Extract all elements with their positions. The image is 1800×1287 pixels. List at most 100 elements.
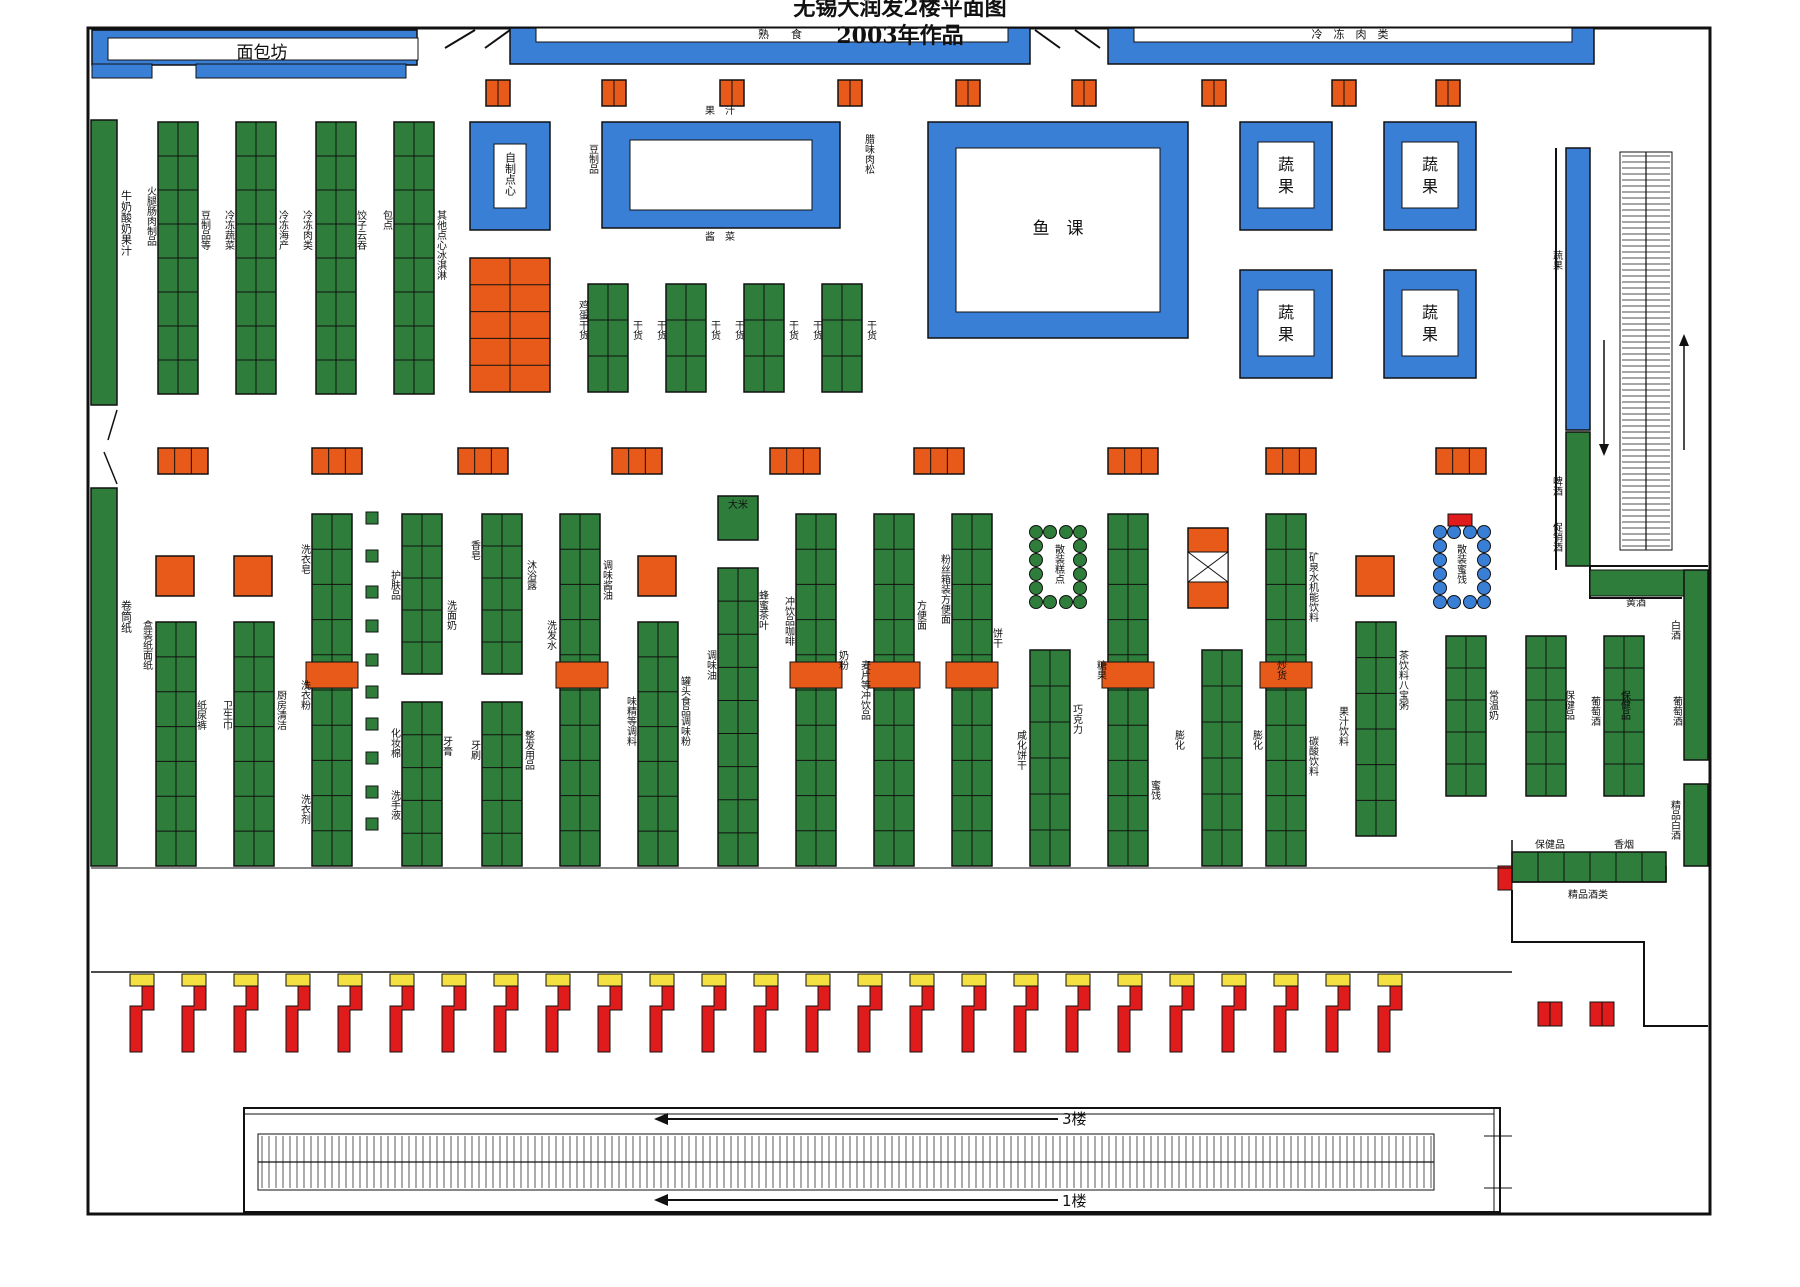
dry-aisle-1 <box>665 283 707 393</box>
bulk-cake-c <box>1043 525 1057 539</box>
checkout-lane <box>1325 973 1351 1053</box>
bulk-cake-c <box>1073 539 1087 553</box>
bulk-cake-c <box>1029 525 1043 539</box>
checkout-lane <box>337 973 363 1053</box>
aisle-label-24: 麦片等冲饮品 <box>859 660 871 721</box>
mini-shelf-7 <box>365 751 379 765</box>
lower-aisle-10 <box>795 513 837 867</box>
plan-subtitle: 2003年作品 <box>836 23 964 49</box>
bulk-candy-label: 散装蜜饯 <box>1455 543 1467 584</box>
checkout-counter <box>805 985 831 1053</box>
small-promo-3 <box>637 555 677 597</box>
health-label: 保健品 <box>1535 838 1565 851</box>
other-icecream-label: 其他点心冰淇淋 <box>435 210 447 281</box>
entrance-line-1 <box>444 29 476 49</box>
small-promo-p <box>155 555 195 597</box>
lower-aisle-17 <box>1355 621 1397 837</box>
aisle-endcap-0 <box>305 661 359 689</box>
checkout-belt <box>181 973 207 987</box>
checkout-lane <box>1273 973 1299 1053</box>
aisle-label-38: 茶饮料八宝粥 <box>1397 649 1409 711</box>
bulk-cake-c <box>1029 539 1043 553</box>
entrance-line-2 <box>484 29 511 49</box>
mid-promo-row <box>157 447 1487 475</box>
aisle-label-41: 保健品 <box>1619 689 1631 721</box>
aisle-label-1: 纸尿裤 <box>195 699 207 731</box>
bulk-cake-c <box>1029 595 1043 609</box>
aisle-label-43: 葡萄酒 <box>1671 695 1683 727</box>
tissue-wall-shelf <box>90 487 118 867</box>
aisle-label-7: 护肤品 <box>389 569 401 601</box>
promo-grid-block <box>469 257 551 393</box>
plan-title: 无锡大润发2楼平面图 <box>793 0 1007 21</box>
checkout-belt <box>1013 973 1039 987</box>
dry-label-2: 干货 <box>709 320 721 341</box>
aisle-label-29: 巧克力 <box>1071 704 1083 735</box>
top-promo-block-7 <box>1331 79 1357 107</box>
mini-shelf-6 <box>365 717 379 731</box>
aisle-label-4: 洗衣皂 <box>299 544 311 574</box>
lower-aisle-group: 大米盒装纸面纸纸尿裤卫生巾厨房清洁洗衣皂洗衣粉洗衣剂护肤品化妆棉洗手液洗面奶牙膏… <box>141 495 1683 867</box>
right-side-fixtures: 蔬果 啤酒 促销酒 <box>1551 147 1591 570</box>
checkout-belt <box>753 973 779 987</box>
checkout-lane <box>597 973 623 1053</box>
liquor-counter-wall <box>1511 840 1667 883</box>
self-snack-label: 自制点心 <box>504 152 517 196</box>
bulk-candy-c <box>1433 581 1447 595</box>
white-wine-label: 白酒 <box>1669 619 1681 641</box>
small-promo-2 <box>233 555 273 597</box>
left-door-1 <box>107 409 118 441</box>
produce-box-1: 蔬果 <box>1383 121 1477 231</box>
bean-label: 豆制品 <box>587 144 599 175</box>
checkout-belt <box>857 973 883 987</box>
checkout-lane <box>1221 973 1247 1053</box>
white-wine-shelf <box>1683 569 1709 761</box>
bulk-candy-c <box>1477 539 1491 553</box>
sauce-label: 酱 菜 <box>705 230 735 243</box>
checkout-counter <box>1169 985 1195 1053</box>
frozen-aisle-2 <box>315 121 357 395</box>
small-promo-4-body <box>1355 555 1395 597</box>
small-promo-3-body <box>637 555 677 597</box>
dry-aisle-0 <box>587 283 629 393</box>
lower-aisle-4 <box>401 701 443 867</box>
milk-label: 牛奶酸奶果汁 <box>120 189 133 257</box>
bulk-bins: 散装糕点散装蜜饯 <box>1029 513 1491 609</box>
aisle-label-14: 沐浴露 <box>525 559 537 591</box>
mid-promo-block-4-body <box>769 447 821 475</box>
bulk-candy-c <box>1477 567 1491 581</box>
mid-promo-block-7-body <box>1265 447 1317 475</box>
checkout-counter <box>961 985 987 1053</box>
bulk-candy-c <box>1433 525 1447 539</box>
egg-label: 鸡蛋干货 <box>577 299 589 341</box>
bulk-candy-c <box>1447 595 1461 609</box>
produce-box-3: 蔬果 <box>1383 269 1477 379</box>
bean-prod-label: 豆制品等 <box>199 210 211 250</box>
frozen-sea-label: 冷冻海产 <box>277 209 289 251</box>
deli-counter-inner <box>629 139 813 211</box>
lower-aisle-1 <box>233 621 275 867</box>
mid-promo-block-0 <box>157 447 209 475</box>
checkout-belt <box>649 973 675 987</box>
checkout-counter <box>857 985 883 1053</box>
bulk-candy-tag <box>1447 513 1473 527</box>
bulk-cake-c <box>1059 525 1073 539</box>
bakery-inner <box>107 37 419 61</box>
aisle-endcap-6 <box>1259 661 1313 689</box>
aisle-label-0: 盒装纸面纸 <box>141 619 153 671</box>
escalator-up-arrowhead <box>654 1113 668 1125</box>
bulk-cake-c <box>1029 567 1043 581</box>
escalator-steps <box>257 1108 1512 1212</box>
lower-aisle-3 <box>401 513 443 675</box>
escalator-down-arrowhead <box>654 1194 668 1206</box>
checkout-counter <box>1013 985 1039 1053</box>
aisle-label-11: 牙膏 <box>441 736 453 756</box>
mid-promo-block-7 <box>1265 447 1317 475</box>
cooked-food-label: 熟 食 <box>758 27 802 41</box>
checkout-counter <box>753 985 779 1053</box>
entrance-line-4 <box>1074 29 1101 49</box>
bulk-cake-c <box>1073 581 1087 595</box>
bulk-candy-c <box>1463 525 1477 539</box>
dry-label-1: 干货 <box>655 320 667 341</box>
